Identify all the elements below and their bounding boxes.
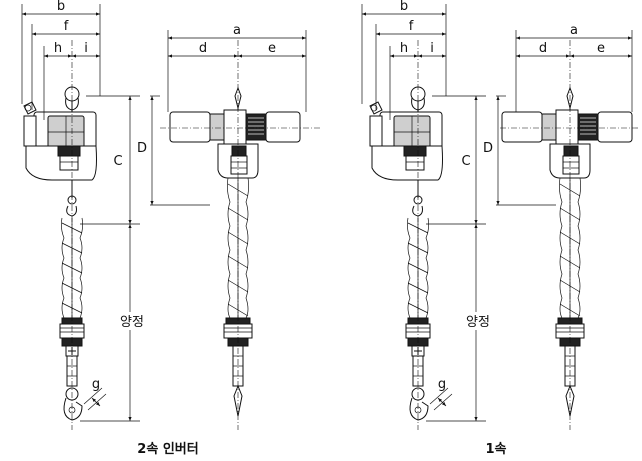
label-i: i: [84, 41, 88, 56]
label-d: d: [199, 41, 207, 56]
label-g: g: [92, 377, 100, 392]
label-d-upper: D: [137, 141, 147, 156]
label-b: b: [57, 0, 65, 14]
label-c: C: [461, 154, 470, 169]
label-h: h: [54, 41, 62, 56]
variant-inverter: b f h i C D 양정 g: [21, 0, 320, 457]
front-view-hoist: [169, 87, 301, 417]
caption-inverter: 2속 인버터: [137, 441, 198, 457]
label-a: a: [570, 23, 578, 38]
variant-single-speed: b f h i C D 양정 g: [361, 0, 640, 457]
side-view-hoist: [369, 86, 443, 421]
front-view-hoist: [501, 87, 633, 417]
label-f: f: [64, 19, 69, 34]
label-i: i: [430, 41, 434, 56]
label-e: e: [597, 41, 605, 56]
label-c: C: [113, 154, 122, 169]
label-b: b: [400, 0, 408, 14]
label-a: a: [233, 23, 241, 38]
label-e: e: [268, 41, 276, 56]
label-d: d: [539, 41, 547, 56]
caption-single-speed: 1속: [485, 442, 506, 457]
label-h: h: [400, 41, 408, 56]
label-lift: 양정: [466, 315, 490, 330]
label-f: f: [409, 19, 414, 34]
label-g: g: [438, 377, 446, 392]
side-view-hoist: [23, 86, 97, 421]
label-d-upper: D: [483, 141, 493, 156]
label-lift: 양정: [120, 315, 144, 330]
